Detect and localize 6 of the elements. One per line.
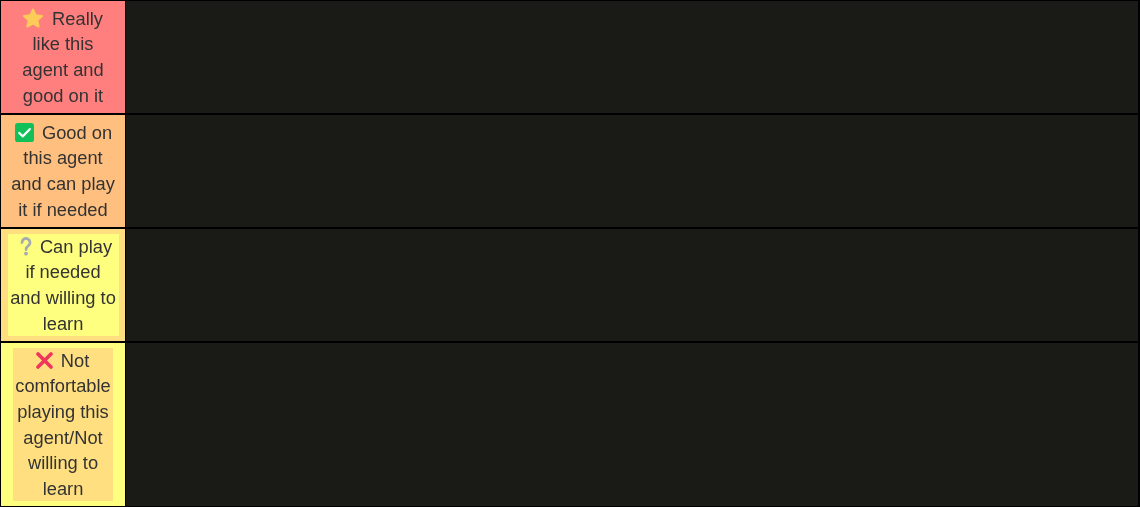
tier-label-cell: [1, 1, 125, 113]
tier-label-cell: [1, 115, 125, 227]
tier-label-text: Can play if needed and willing to learn: [7, 233, 119, 337]
tier-label-text: Not comfortable playing this agent/Not willing to learn: [13, 347, 113, 502]
tier-label-cell: [1, 343, 125, 506]
tier-label-cell: [1, 229, 125, 341]
